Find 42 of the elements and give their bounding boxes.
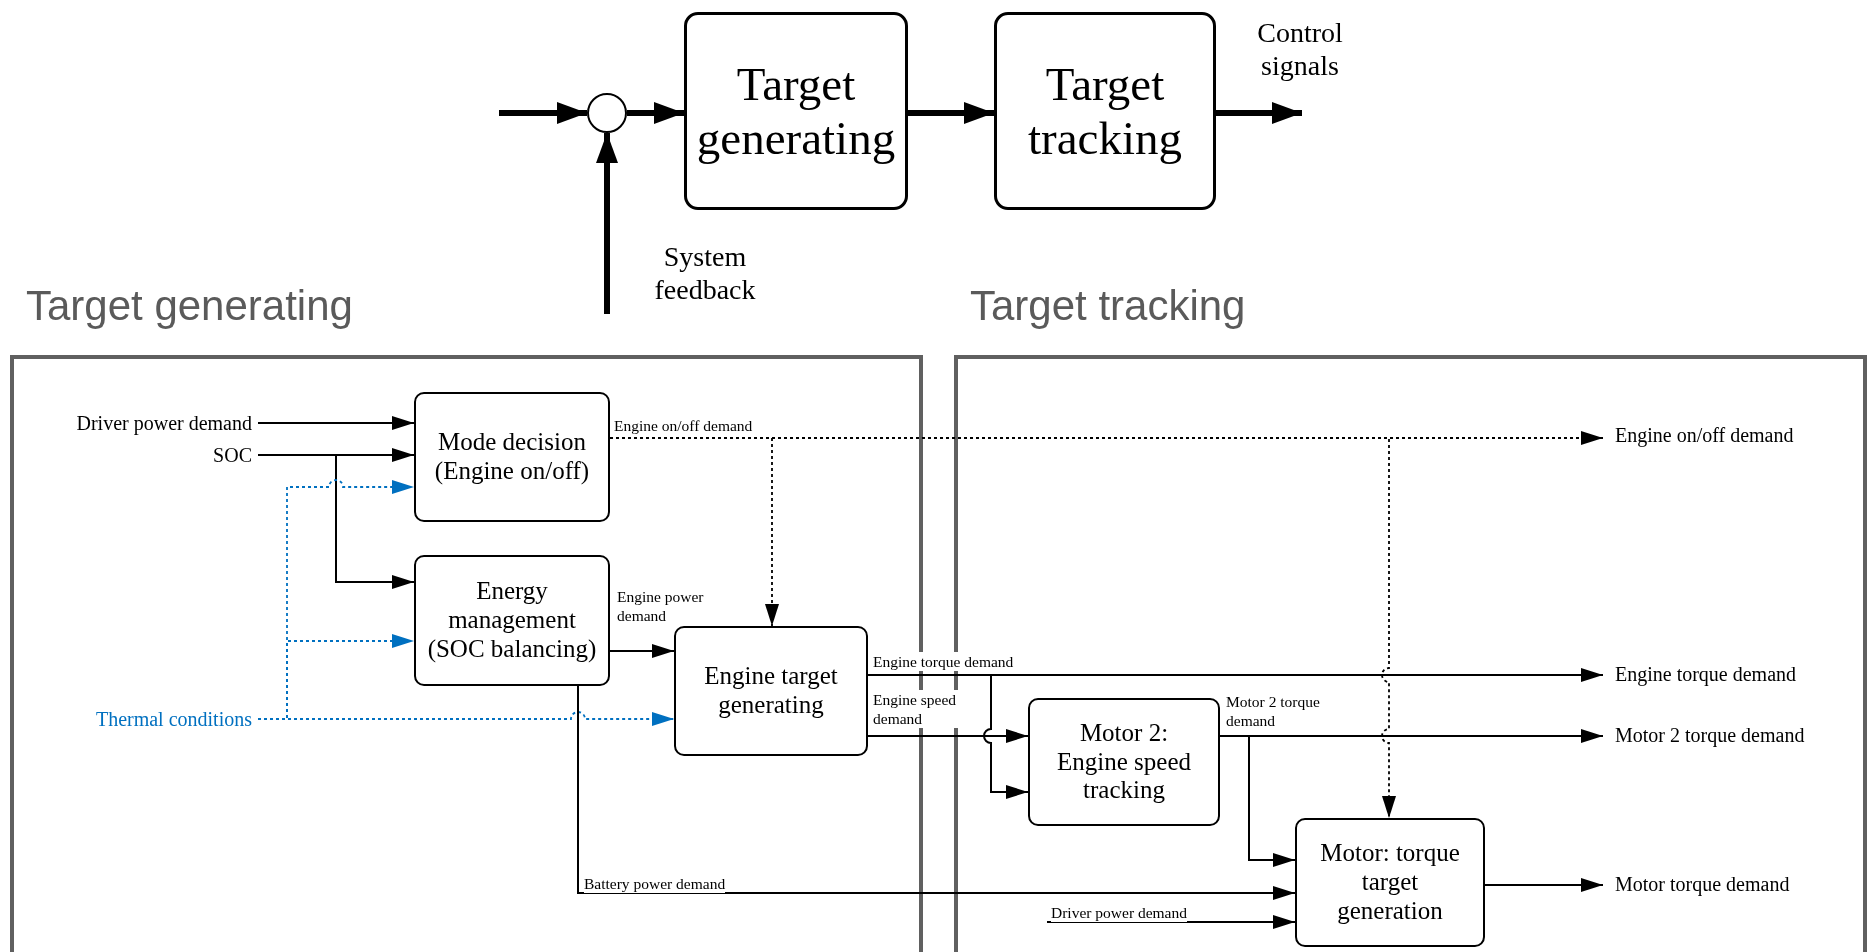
arrow — [257, 711, 675, 726]
process-box — [684, 12, 908, 210]
arrow — [1216, 102, 1302, 124]
process-box — [994, 12, 1216, 210]
signal-label: Engine on/off demand — [1603, 422, 1843, 450]
box-label: Motor: torque target generation — [1319, 839, 1461, 926]
arrow — [867, 674, 1029, 799]
signal-label: Thermal conditions — [30, 706, 258, 732]
arrow — [499, 102, 587, 124]
arrow — [257, 416, 415, 430]
edge-label: Engine torque demand — [873, 652, 1014, 671]
signal-label: Motor torque demand — [1603, 871, 1843, 899]
box-label: Target tracking — [1027, 56, 1183, 166]
summing-junction — [587, 93, 627, 133]
panel-heading: Target tracking — [970, 281, 1246, 331]
signal-label: SOC — [150, 442, 258, 468]
process-box — [1295, 818, 1485, 947]
process-box — [1028, 698, 1220, 826]
process-box — [414, 555, 610, 686]
arrow — [867, 729, 1029, 743]
signal-label: Motor 2 torque demand — [1603, 722, 1853, 750]
process-box — [674, 626, 868, 756]
box-label: Mode decision (Engine on/off) — [433, 428, 591, 486]
box-label: Energy management (SOC balancing) — [426, 577, 598, 664]
arrow — [627, 102, 684, 124]
arrow — [577, 685, 1296, 900]
arrow — [908, 102, 994, 124]
signal-label: Driver power demand — [30, 410, 258, 436]
arrow — [1219, 735, 1296, 867]
box-label: Motor 2: Engine speed tracking — [1056, 718, 1192, 806]
arrow — [609, 644, 675, 658]
box-label: Engine target generating — [703, 662, 839, 720]
signal-label: Control signals — [1236, 16, 1364, 113]
box-label: Target generating — [695, 56, 897, 166]
process-box — [414, 392, 610, 522]
panel-heading: Target generating — [26, 281, 353, 331]
arrow — [596, 133, 618, 314]
signal-label: System feedback — [653, 240, 757, 306]
signal-label: Engine torque demand — [1603, 661, 1843, 689]
arrow — [1046, 915, 1296, 929]
arrow — [257, 454, 415, 589]
arrow — [1484, 878, 1604, 892]
